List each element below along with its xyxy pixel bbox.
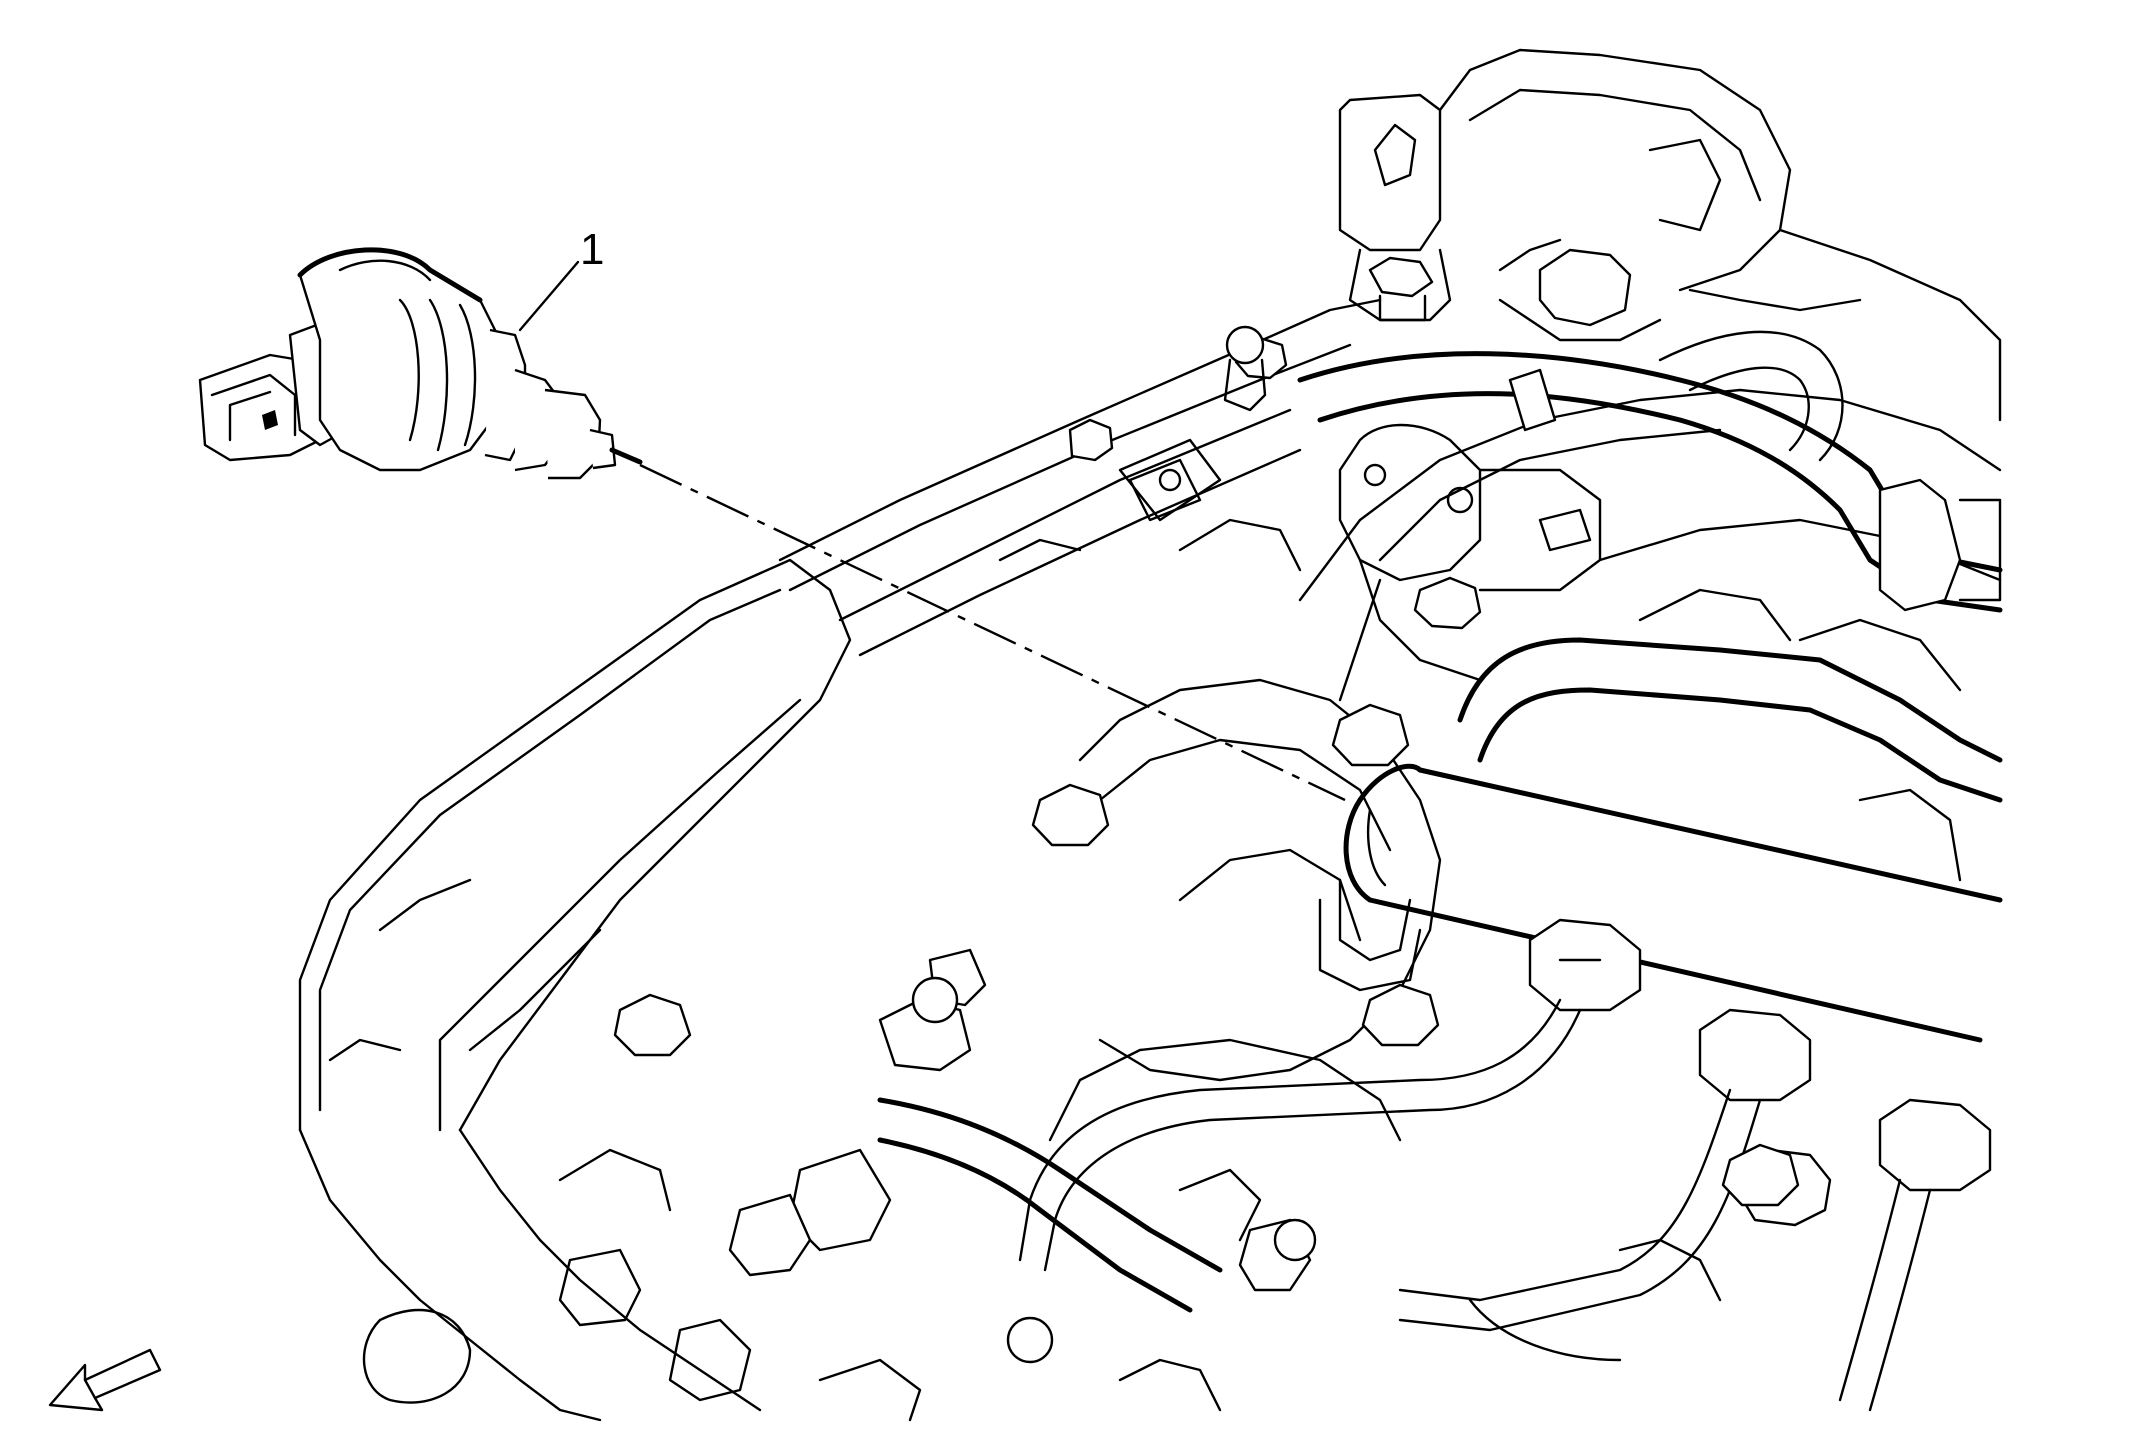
callout-leader (518, 260, 580, 332)
fuel-pressure-regulator (198, 247, 643, 480)
engine-assembly (298, 48, 2003, 1422)
bolt-heads (613, 336, 1800, 1207)
installation-path-line (639, 463, 1346, 802)
lower-connectors (558, 948, 1312, 1327)
callout-label-1: 1 (580, 225, 605, 274)
front-arrow-icon (48, 1348, 162, 1412)
injector-line-nuts (1528, 918, 1992, 1227)
ball-studs (911, 325, 1317, 1364)
